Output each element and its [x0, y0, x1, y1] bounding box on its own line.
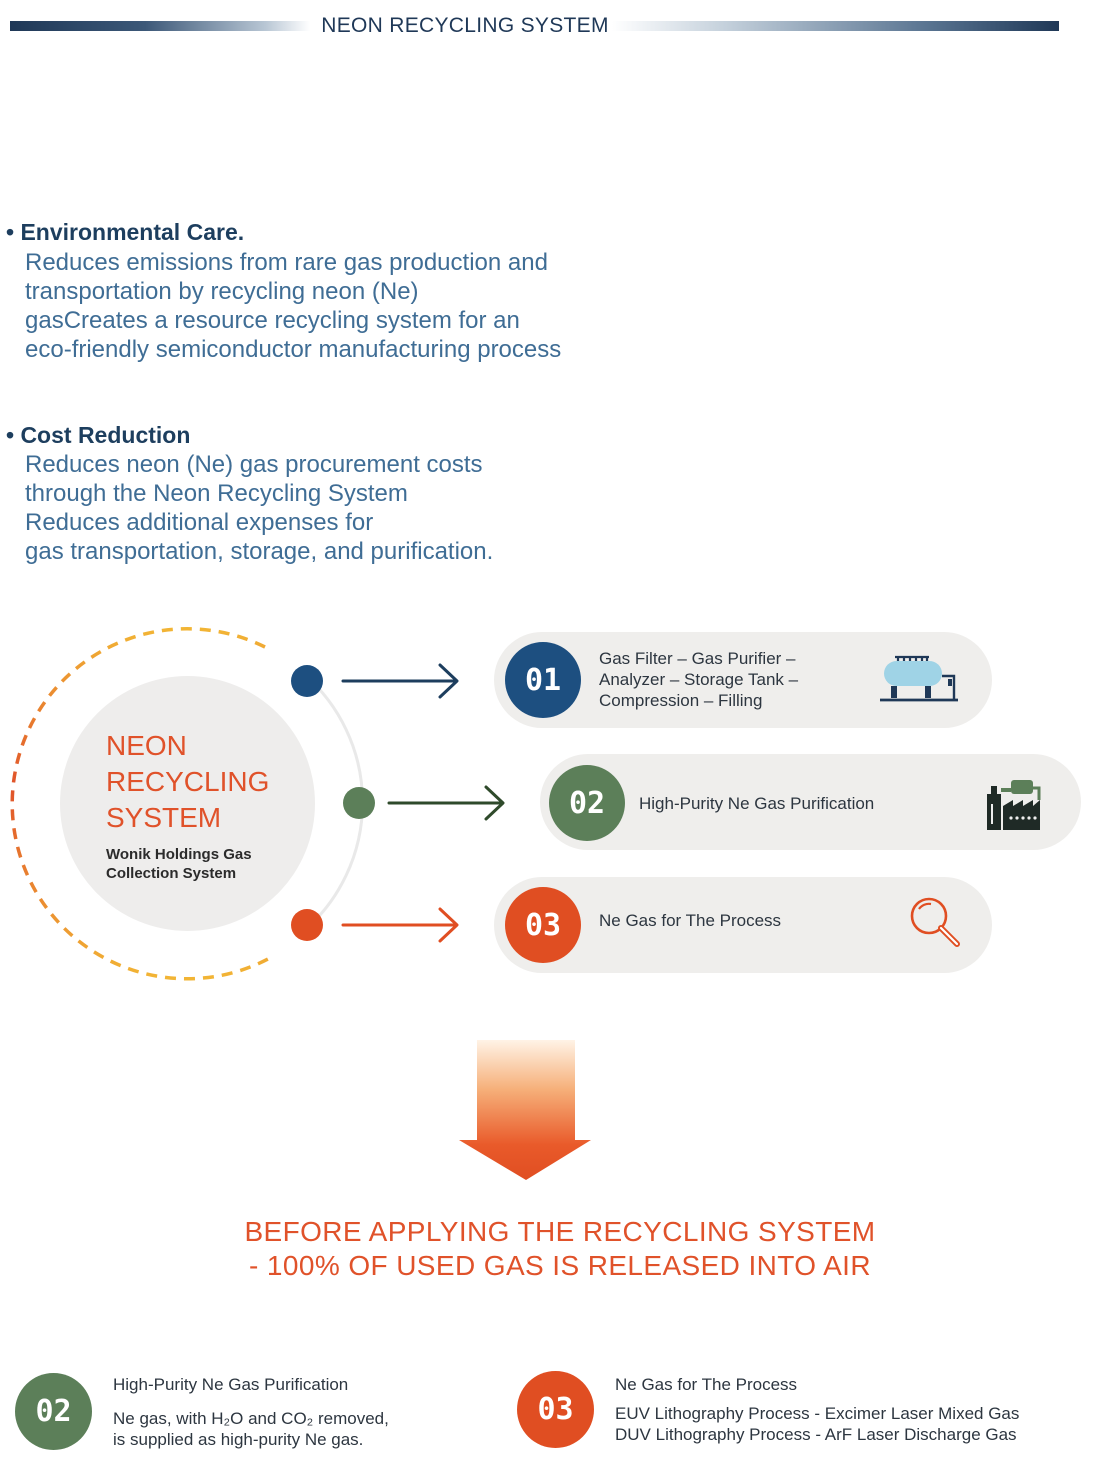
step-02-number: 02: [549, 765, 625, 841]
storage-tank-icon: [880, 655, 958, 702]
step-text-line: Gas Filter – Gas Purifier –: [599, 649, 796, 668]
orbit-dot-03: [291, 909, 323, 941]
benefit-line: eco-friendly semiconductor manufacturing…: [25, 336, 562, 363]
arrow-icon: [341, 663, 459, 699]
arrow-icon: [341, 907, 459, 943]
center-title-line: NEON: [106, 730, 187, 761]
warning-line-1: BEFORE APPLYING THE RECYCLING SYSTEM: [244, 1216, 876, 1247]
benefit-line: Reduces additional expenses for: [25, 509, 374, 536]
step-01-number: 01: [505, 642, 581, 718]
factory-icon: [987, 780, 1041, 830]
step-text-line: Analyzer – Storage Tank –: [599, 670, 799, 689]
benefit-title-cost: • Cost Reduction: [6, 422, 191, 448]
down-arrow-icon: [459, 1040, 591, 1180]
card-desc-line: EUV Lithography Process - Excimer Laser …: [615, 1404, 1020, 1423]
benefit-line: gasCreates a resource recycling system f…: [25, 307, 520, 334]
card-02-number: 02: [15, 1373, 92, 1450]
benefit-line: through the Neon Recycling System: [25, 480, 408, 507]
step-text-line: Compression – Filling: [599, 691, 763, 710]
center-circle: [60, 676, 315, 931]
magnifier-icon: [910, 897, 960, 947]
center-title: NEON RECYCLING SYSTEM: [106, 728, 269, 836]
card-03-number: 03: [517, 1371, 594, 1448]
header-bar-left: [10, 21, 310, 31]
card-03-description: EUV Lithography Process - Excimer Laser …: [615, 1403, 1019, 1445]
arrow-icon: [387, 785, 505, 821]
card-02-description: Ne gas, with H₂O and CO₂ removed, is sup…: [113, 1408, 389, 1450]
step-03-text: Ne Gas for The Process: [599, 910, 781, 931]
card-02-title: High-Purity Ne Gas Purification: [113, 1375, 349, 1394]
step-text-line: High-Purity Ne Gas Purification: [639, 794, 875, 813]
benefit-line: Reduces neon (Ne) gas procurement costs: [25, 451, 483, 478]
card-desc-line: Ne gas, with H₂O and CO₂ removed,: [113, 1409, 389, 1428]
benefit-line: Reduces emissions from rare gas producti…: [25, 249, 548, 276]
benefit-title-environmental: • Environmental Care.: [6, 219, 245, 245]
benefit-line: transportation by recycling neon (Ne): [25, 278, 419, 305]
step-01-text: Gas Filter – Gas Purifier – Analyzer – S…: [599, 648, 798, 711]
card-desc-line: DUV Lithography Process - ArF Laser Disc…: [615, 1425, 1017, 1444]
benefit-body-environmental: Reduces emissions from rare gas producti…: [25, 248, 561, 364]
benefit-body-cost: Reduces neon (Ne) gas procurement costs …: [25, 450, 493, 566]
step-03-number: 03: [505, 887, 581, 963]
center-subtitle-line: Wonik Holdings Gas: [106, 846, 252, 863]
orbit-dot-02: [343, 787, 375, 819]
step-text-line: Ne Gas for The Process: [599, 911, 782, 930]
center-title-line: SYSTEM: [106, 802, 222, 833]
card-desc-line: is supplied as high-purity Ne gas.: [113, 1430, 364, 1449]
orbit-dot-01: [291, 665, 323, 697]
benefit-line: gas transportation, storage, and purific…: [25, 538, 494, 565]
step-02-text: High-Purity Ne Gas Purification: [639, 793, 874, 814]
warning-line-2: - 100% OF USED GAS IS RELEASED INTO AIR: [249, 1250, 871, 1281]
center-subtitle: Wonik Holdings Gas Collection System: [106, 845, 252, 883]
center-title-line: RECYCLING: [106, 766, 270, 797]
center-subtitle-line: Collection System: [106, 865, 237, 882]
card-03-title: Ne Gas for The Process: [615, 1375, 798, 1394]
header-bar-right: [612, 21, 1059, 31]
page-title: NEON RECYCLING SYSTEM: [321, 14, 609, 37]
